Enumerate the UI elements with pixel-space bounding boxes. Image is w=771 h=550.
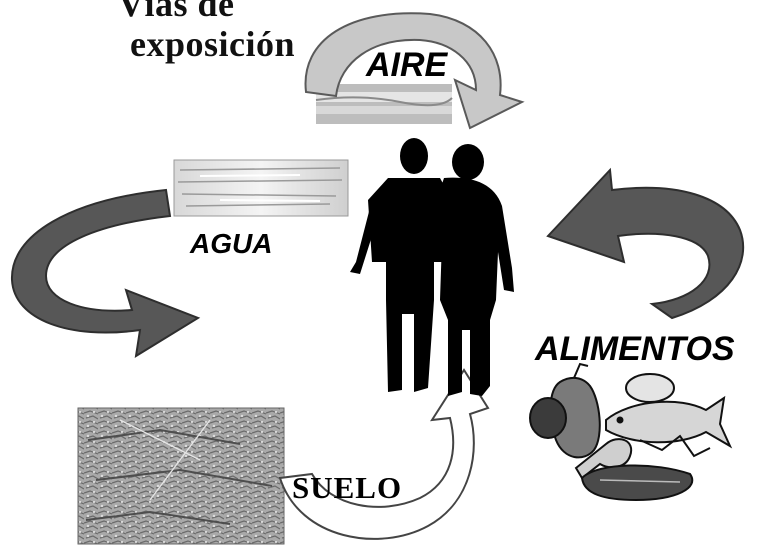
soil-photo — [78, 408, 284, 544]
water-photo — [174, 160, 348, 216]
diagram-title-line1: Vías de — [118, 0, 235, 24]
food-illustration — [530, 364, 730, 500]
food-arrow — [548, 170, 743, 318]
label-aire: AIRE — [366, 46, 447, 85]
water-arrow — [12, 190, 198, 356]
label-suelo: SUELO — [292, 470, 402, 506]
label-alimentos: ALIMENTOS — [535, 330, 735, 369]
diagram-title-line2: exposición — [130, 24, 295, 64]
label-agua: AGUA — [190, 228, 272, 260]
couple-silhouette — [350, 138, 514, 396]
soil-arrow — [280, 370, 488, 539]
